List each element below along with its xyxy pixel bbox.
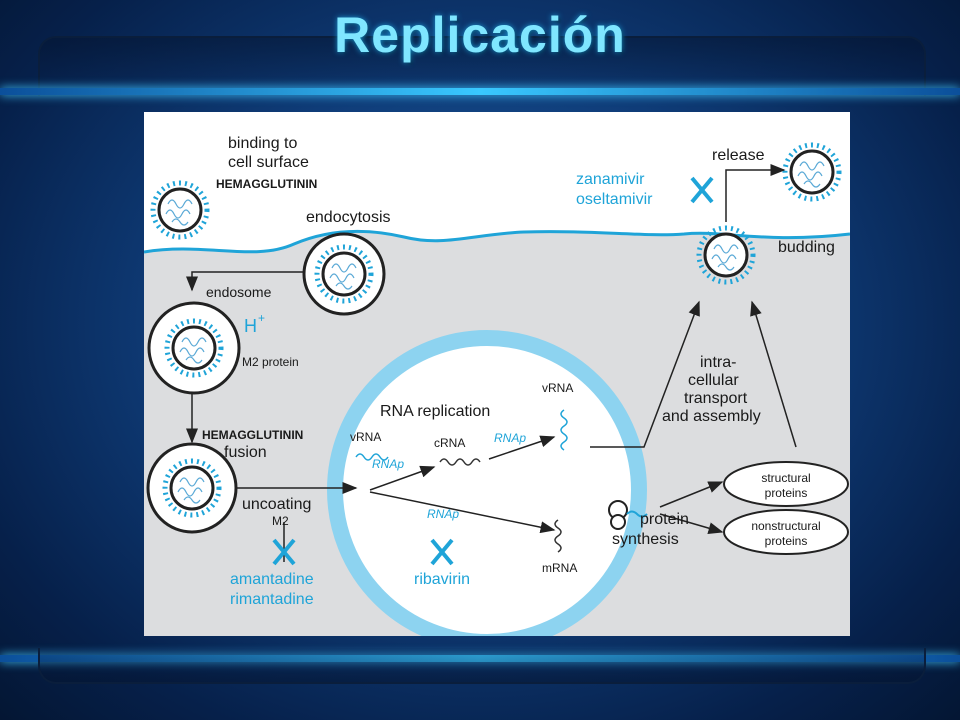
virus-binding xyxy=(153,183,207,237)
inhibitor-neuraminidase-icon xyxy=(690,176,714,204)
label-m2: M2 xyxy=(272,514,289,528)
label-binding-1: binding to xyxy=(228,135,297,152)
label-transport-3: transport xyxy=(684,390,748,407)
arrow-to-endosome xyxy=(186,271,304,292)
label-protein-synthesis-1: protein xyxy=(640,511,689,528)
label-h-plus: H xyxy=(244,316,257,336)
label-binding-2: cell surface xyxy=(228,154,309,171)
label-release: release xyxy=(712,147,765,164)
label-transport-1: intra- xyxy=(700,354,736,371)
label-nonstructural-1: nonstructural xyxy=(751,519,820,533)
mrna-strand xyxy=(554,519,562,553)
vrna-output-strand xyxy=(560,409,568,451)
arrow-to-vrna xyxy=(488,435,556,460)
slide-top-bar xyxy=(0,88,960,95)
label-vrna-left: vRNA xyxy=(350,430,381,444)
label-structural-2: proteins xyxy=(765,486,808,500)
label-rna-replication: RNA replication xyxy=(380,403,490,420)
slide-frame-bottom xyxy=(38,648,926,684)
label-budding: budding xyxy=(778,239,835,256)
arrow-assembly-right xyxy=(750,300,797,448)
vrna-strand xyxy=(355,453,389,461)
label-endocytosis: endocytosis xyxy=(306,209,391,226)
slide-title: Replicación xyxy=(334,7,626,63)
label-fusion: fusion xyxy=(224,444,267,461)
arrow-to-structural xyxy=(659,481,724,508)
label-zanamivir: zanamivir xyxy=(576,171,645,188)
label-transport-2: cellular xyxy=(688,372,739,389)
label-endosome: endosome xyxy=(206,284,272,300)
label-rnap-3: RNAp xyxy=(427,507,459,521)
label-ribavirin: ribavirin xyxy=(414,571,470,588)
inhibitor-rnap-icon xyxy=(430,538,454,566)
label-hemagglutinin-top: HEMAGGLUTININ xyxy=(216,177,317,191)
label-crna: cRNA xyxy=(434,436,465,450)
label-rimantadine: rimantadine xyxy=(230,591,314,608)
arrow-release xyxy=(725,164,786,222)
label-nonstructural-2: proteins xyxy=(765,534,808,548)
label-rnap-2: RNAp xyxy=(494,431,526,445)
crna-strand xyxy=(439,458,481,466)
label-mrna: mRNA xyxy=(542,561,577,575)
label-vrna-right: vRNA xyxy=(542,381,573,395)
inhibitor-m2-icon xyxy=(272,538,296,566)
slide-frame-top xyxy=(38,36,926,96)
label-structural-1: structural xyxy=(761,471,810,485)
arrow-assembly-left xyxy=(590,300,700,448)
label-h-plus-sup: + xyxy=(258,311,265,325)
label-uncoating: uncoating xyxy=(242,496,311,513)
virus-released xyxy=(785,145,839,199)
arrow-to-nonstructural xyxy=(659,513,724,534)
label-transport-4: and assembly xyxy=(662,408,761,425)
label-rnap-1: RNAp xyxy=(372,457,404,471)
label-m2-protein: M2 protein xyxy=(242,355,299,369)
label-protein-synthesis-2: synthesis xyxy=(612,531,679,548)
nonstructural-proteins-oval xyxy=(723,509,849,555)
structural-proteins-oval xyxy=(723,461,849,507)
label-hemagglutinin-fusion: HEMAGGLUTININ xyxy=(202,428,303,442)
nucleus-ring xyxy=(327,330,647,636)
arrow-to-crna xyxy=(369,465,436,491)
label-amantadine: amantadine xyxy=(230,571,314,588)
influenza-replication-diagram: binding to cell surface HEMAGGLUTININ en… xyxy=(144,112,850,636)
label-oseltamivir: oseltamivir xyxy=(576,191,653,208)
arrow-to-mrna xyxy=(369,491,556,534)
